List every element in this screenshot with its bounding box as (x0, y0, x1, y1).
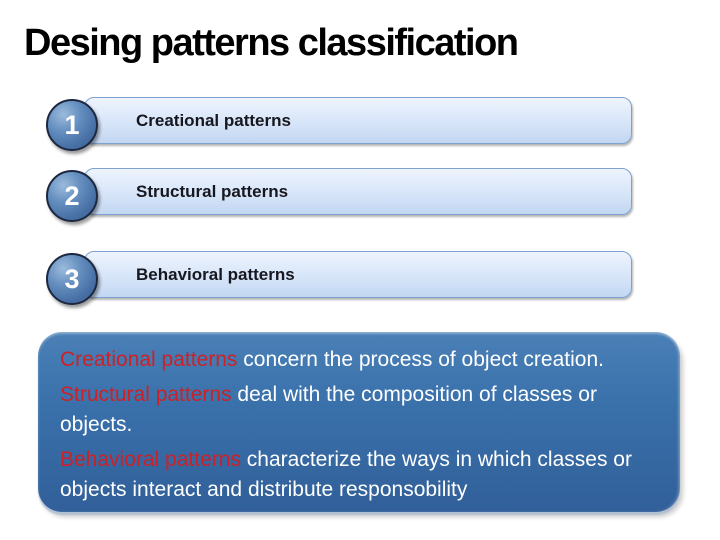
list-item: Creational patterns 1 (0, 95, 720, 151)
description-text: deal with the composition of classes or … (60, 383, 597, 436)
number-badge: 1 (46, 99, 98, 151)
list-item: Behavioral patterns 3 (0, 249, 720, 305)
list-item-bar: Structural patterns (84, 168, 632, 215)
number-badge: 2 (46, 170, 98, 222)
list-item-bar: Behavioral patterns (84, 251, 632, 298)
list-item-label: Behavioral patterns (136, 264, 295, 284)
description-paragraph: Structural patterns deal with the compos… (60, 380, 660, 440)
description-text: concern the process of object creation. (237, 348, 604, 371)
description-paragraph: Behavioral patterns characterize the way… (60, 445, 660, 505)
list-item: Structural patterns 2 (0, 166, 720, 222)
description-panel: Creational patterns concern the process … (38, 332, 680, 512)
description-term: Behavioral patterns (60, 448, 241, 471)
description-text: characterize the ways in which classes o… (60, 448, 632, 501)
slide-title: Desing patterns classification (24, 22, 519, 64)
description-term: Creational patterns (60, 348, 238, 371)
description-term: Structural patterns (60, 383, 232, 406)
description-paragraph: Creational patterns concern the process … (60, 345, 660, 375)
number-badge: 3 (46, 253, 98, 305)
list-item-label: Structural patterns (136, 181, 289, 201)
list-item-bar: Creational patterns (84, 97, 632, 144)
list-item-label: Creational patterns (136, 110, 291, 130)
